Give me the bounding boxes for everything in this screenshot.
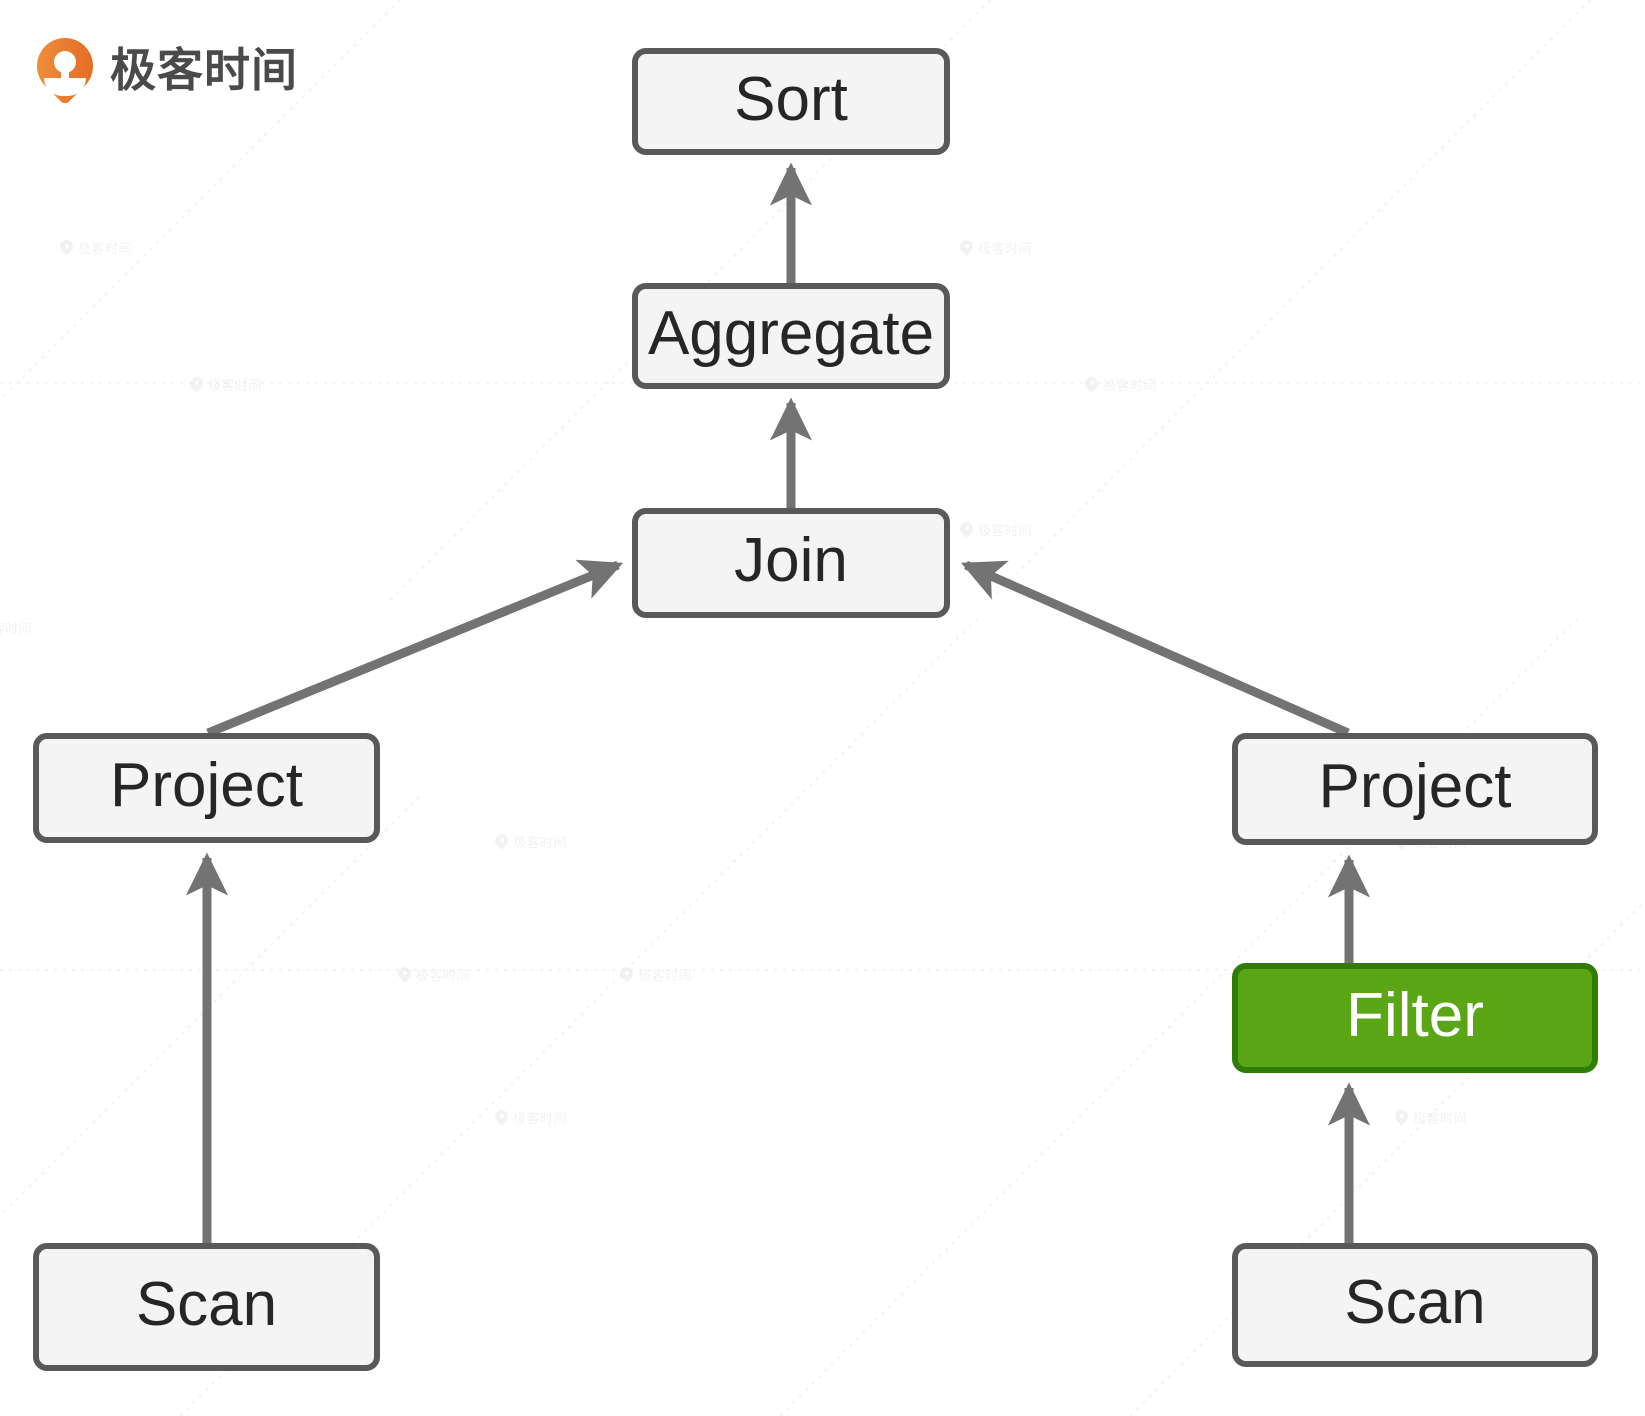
node-label: Project: [1318, 752, 1512, 821]
node-aggregate[interactable]: Aggregate: [632, 283, 950, 389]
node-label: Aggregate: [647, 299, 935, 368]
brand-logo: 极客时间: [25, 26, 298, 106]
node-label: Scan: [1344, 1268, 1486, 1337]
node-project-right[interactable]: Project: [1232, 733, 1598, 845]
node-label: Scan: [135, 1270, 278, 1339]
node-join[interactable]: Join: [632, 508, 950, 618]
node-label: Project: [110, 751, 303, 820]
node-filter[interactable]: Filter: [1232, 963, 1598, 1073]
node-project-left[interactable]: Project: [33, 733, 380, 843]
node-label: Sort: [734, 64, 848, 134]
node-label: Join: [734, 526, 848, 595]
node-scan-left[interactable]: Scan: [33, 1243, 380, 1371]
edge-project-r-to-join: [961, 560, 1350, 738]
node-scan-right[interactable]: Scan: [1232, 1243, 1598, 1367]
node-sort[interactable]: Sort: [632, 48, 950, 155]
geek-time-pin-icon: [25, 26, 105, 106]
node-label: Filter: [1346, 981, 1484, 1050]
brand-logo-text: 极客时间: [110, 43, 298, 97]
edge-project-l-to-join: [206, 559, 624, 738]
